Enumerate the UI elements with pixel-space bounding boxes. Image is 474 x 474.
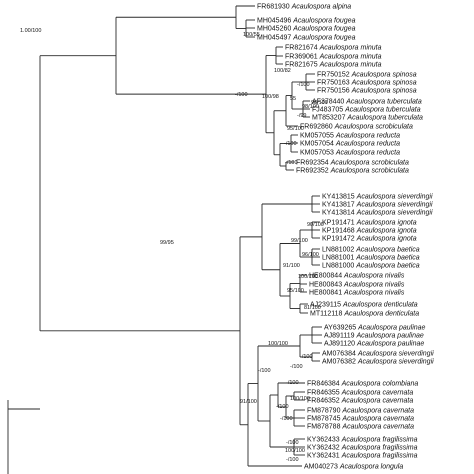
leaf-label: LN881002 Acaulospora baetica bbox=[322, 246, 420, 253]
leaf-label: KY413815 Acaulospora sieverdingii bbox=[322, 193, 433, 200]
support-value: 95/100 bbox=[287, 288, 304, 294]
leaf-label: AM076384 Acaulospora sieverdingii bbox=[322, 350, 434, 357]
leaf-label: LN881001 Acaulospora baetica bbox=[322, 254, 420, 261]
leaf-label: MH045496 Acaulospora fougea bbox=[257, 17, 356, 24]
leaf-label: FR846384 Acaulospora colombiana bbox=[307, 380, 418, 387]
leaf-label: FR692860 Acaulospora scrobiculata bbox=[300, 123, 413, 130]
support-value: 100/100 bbox=[268, 341, 288, 347]
support-value: -/100 bbox=[280, 416, 293, 422]
support-value: -/100 bbox=[258, 368, 271, 374]
leaf-label: KY362433 Acaulospora fragilissima bbox=[307, 436, 418, 443]
support-value: 99/100 bbox=[291, 238, 308, 244]
leaf-label: AM040273 Acaulospora longula bbox=[304, 463, 403, 470]
leaf-label: FR692352 Acaulospora scrobiculata bbox=[296, 167, 409, 174]
support-value: 91/100 bbox=[283, 263, 300, 269]
leaf-label: FR846352 Acaulospora cavernata bbox=[307, 397, 413, 404]
support-value: 98/100 bbox=[311, 100, 328, 106]
leaf-label: HE800844 Acaulospora nivalis bbox=[309, 272, 405, 279]
leaf-label: FM878788 Acaulospora cavernata bbox=[307, 423, 414, 430]
support-value: -/100 bbox=[276, 404, 289, 410]
support-labels: 1.00/100 100/55 -/100 100/82 -/100 98/100 55 10… bbox=[20, 28, 328, 463]
leaf-label: HE800841 Acaulospora nivalis bbox=[309, 289, 405, 296]
support-value: -/100 bbox=[286, 440, 299, 446]
leaf-label: KP191471 Acaulospora ignota bbox=[322, 219, 417, 226]
support-value: 98/100 bbox=[302, 104, 319, 110]
support-value: 100/100 bbox=[298, 274, 318, 280]
support-value: -/100 bbox=[300, 354, 313, 360]
leaf-label: AJ891120 Acaulospora paulinae bbox=[324, 340, 424, 347]
support-value: 96/100 bbox=[302, 252, 319, 258]
leaf-label: AJ891119 Acaulospora paulinae bbox=[324, 332, 424, 339]
tree-branches bbox=[7, 5, 322, 474]
leaf-label: FR681930 Acaulospora alpina bbox=[257, 3, 351, 10]
leaf-label: FR821675 Acaulospora minuta bbox=[285, 61, 382, 68]
leaf-label: KM057055 Acaulospora reducta bbox=[300, 132, 400, 139]
support-value: -/100 bbox=[235, 92, 248, 98]
leaf-label: MT853207 Acaulospora tuberculata bbox=[312, 114, 423, 121]
support-value: 100/98 bbox=[262, 94, 279, 100]
support-value: 100/100 bbox=[285, 448, 305, 454]
leaf-label: FM878745 Acaulospora cavernata bbox=[307, 415, 414, 422]
support-value: -/99 bbox=[297, 113, 306, 119]
support-value: 1.00/100 bbox=[20, 28, 41, 34]
leaf-label: KM057053 Acaulospora reducta bbox=[300, 149, 400, 156]
leaf-label: FJ483705 Acaulospora tuberculata bbox=[312, 106, 421, 113]
support-value: 91/100 bbox=[240, 399, 257, 405]
leaf-label: MH045497 Acaulospora fougea bbox=[257, 34, 356, 41]
support-value: -/100 bbox=[286, 380, 299, 386]
support-value: 100/100 bbox=[290, 396, 310, 402]
support-value: 90/100 bbox=[307, 222, 324, 228]
leaf-label: FR750163 Acaulospora spinosa bbox=[317, 79, 417, 86]
leaf-label: AF378440 Acaulospora tuberculata bbox=[312, 98, 422, 105]
leaf-label: FR369061 Acaulospora minuta bbox=[285, 53, 382, 60]
leaf-label: KY413814 Acaulospora sieverdingii bbox=[322, 209, 433, 216]
support-value: -/100 bbox=[284, 141, 297, 147]
leaf-label: AJ239115 Acaulospora denticulata bbox=[310, 301, 418, 308]
leaf-label: MH045260 Acaulospora fougea bbox=[257, 25, 356, 32]
support-value: -/100 bbox=[285, 160, 298, 166]
support-value: 81/100 bbox=[304, 305, 321, 311]
support-value: -/100 bbox=[297, 82, 310, 88]
leaf-label: FR750156 Acaulospora spinosa bbox=[317, 87, 417, 94]
leaf-label: KM057054 Acaulospora reducta bbox=[300, 140, 400, 147]
leaf-label: FR846355 Acaulospora cavernata bbox=[307, 389, 413, 396]
leaf-label: FR821674 Acaulospora minuta bbox=[285, 44, 382, 51]
leaf-label: KY413817 Acaulospora sieverdingii bbox=[322, 201, 433, 208]
leaf-label: KY362431 Acaulospora fragilissima bbox=[307, 452, 418, 459]
leaf-label: FR750152 Acaulospora spinosa bbox=[317, 71, 417, 78]
leaf-label: LN881000 Acaulospora baetica bbox=[322, 262, 420, 269]
support-value: 55 bbox=[290, 96, 296, 102]
leaf-label: KP191468 Acaulospora ignota bbox=[322, 227, 417, 234]
support-value: 100/82 bbox=[274, 68, 291, 74]
leaf-label: KP191472 Acaulospora ignota bbox=[322, 235, 417, 242]
support-value: -/100 bbox=[286, 457, 299, 463]
leaf-label: FM878790 Acaulospora cavernata bbox=[307, 407, 414, 414]
leaf-label: AM076382 Acaulospora sieverdingii bbox=[322, 358, 434, 365]
leaf-label: MT112118 Acaulospora denticulata bbox=[310, 310, 419, 317]
leaf-label: KY362432 Acaulospora fragilissima bbox=[307, 444, 418, 451]
leaf-label: AY639265 Acaulospora paulinae bbox=[324, 324, 426, 331]
leaf-label: FR692354 Acaulospora scrobiculata bbox=[296, 159, 409, 166]
leaf-label: HE800843 Acaulospora nivalis bbox=[309, 281, 405, 288]
support-value: 99/95 bbox=[160, 240, 174, 246]
support-value: 95/100 bbox=[287, 126, 304, 132]
support-value: 100/55 bbox=[243, 32, 260, 38]
support-value: -/100 bbox=[290, 364, 303, 370]
